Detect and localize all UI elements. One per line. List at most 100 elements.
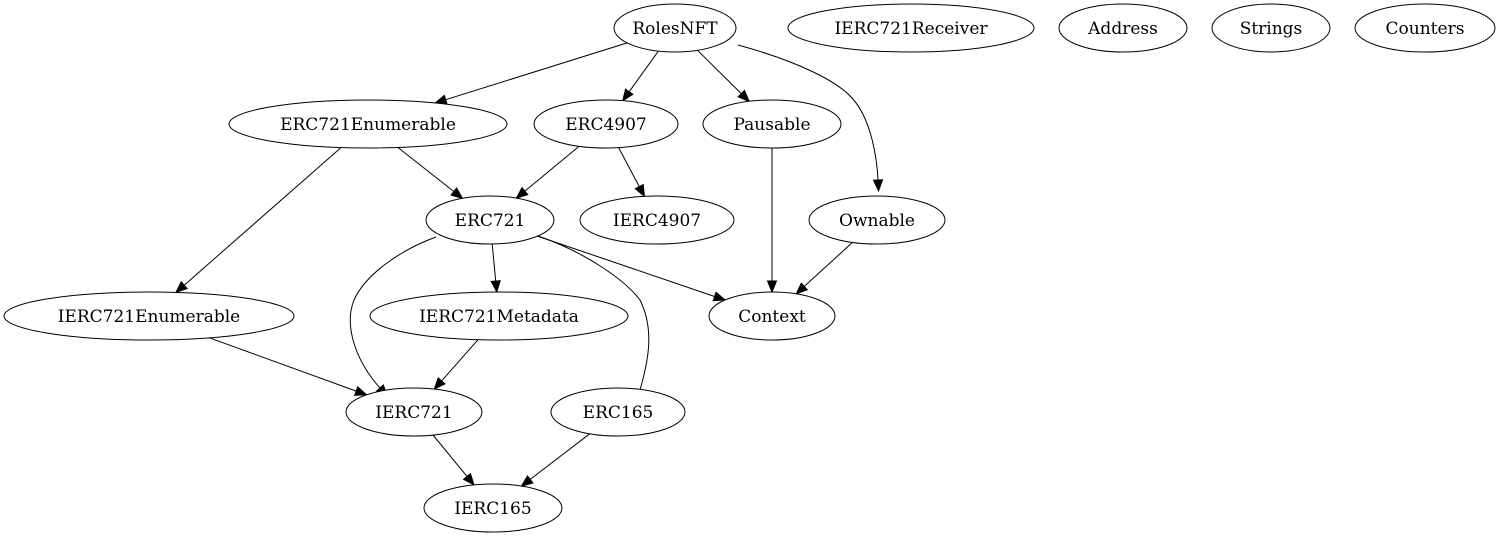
node-ellipse bbox=[808, 195, 946, 245]
edge-ERC4907-to-IERC4907 bbox=[618, 147, 646, 198]
edge-ERC721-to-IERC721Metadata bbox=[490, 243, 501, 294]
node-erc4907: ERC4907 bbox=[533, 99, 679, 149]
node-ellipse bbox=[369, 291, 629, 341]
node-label: Ownable bbox=[839, 211, 915, 231]
node-ellipse bbox=[1058, 3, 1188, 53]
node-label: Strings bbox=[1240, 19, 1303, 39]
nodes-layer: RolesNFT IERC721Receiver Address Strings Cou… bbox=[3, 3, 1496, 533]
edge-IERC721-to-IERC165 bbox=[432, 434, 475, 486]
edge-arrowhead bbox=[795, 282, 809, 295]
edge-arrowhead bbox=[433, 377, 446, 391]
edge-arrowhead bbox=[174, 280, 189, 294]
edge-line bbox=[803, 242, 853, 287]
node-ellipse bbox=[787, 3, 1035, 53]
node-label: IERC721Enumerable bbox=[58, 307, 241, 327]
node-ownable: Ownable bbox=[808, 195, 946, 245]
node-strings: Strings bbox=[1211, 3, 1331, 53]
node-counters: Counters bbox=[1354, 3, 1496, 53]
edges-layer bbox=[174, 42, 884, 487]
edge-RolesNFT-to-Ownable bbox=[737, 44, 884, 193]
edge-arrowhead bbox=[872, 179, 884, 193]
edge-line bbox=[397, 147, 455, 192]
node-ellipse bbox=[1211, 3, 1331, 53]
edge-arrowhead bbox=[490, 280, 501, 294]
edge-line bbox=[441, 339, 479, 382]
node-context: Context bbox=[708, 291, 836, 341]
edge-line bbox=[537, 235, 650, 391]
edge-RolesNFT-to-ERC721Enumerable bbox=[433, 42, 628, 105]
edge-line bbox=[445, 42, 628, 101]
edge-arrowhead bbox=[766, 280, 778, 294]
node-ellipse bbox=[550, 387, 686, 437]
node-ellipse bbox=[613, 3, 737, 53]
node-ellipse bbox=[708, 291, 836, 341]
node-label: ERC4907 bbox=[565, 115, 646, 135]
node-label: Context bbox=[738, 307, 806, 327]
node-ierc721metadata: IERC721Metadata bbox=[369, 291, 629, 341]
edge-RolesNFT-to-ERC4907 bbox=[622, 50, 659, 102]
node-label: ERC721Enumerable bbox=[280, 115, 456, 135]
edge-ERC721Enumerable-to-ERC721 bbox=[397, 147, 464, 200]
node-ellipse bbox=[425, 195, 555, 245]
node-ierc721enumerable: IERC721Enumerable bbox=[3, 291, 295, 341]
edge-line bbox=[697, 49, 742, 94]
node-ierc721receiver: IERC721Receiver bbox=[787, 3, 1035, 53]
edge-arrowhead bbox=[450, 187, 464, 200]
node-label: IERC165 bbox=[454, 499, 531, 519]
edge-ERC721Enumerable-to-IERC721Enumerable bbox=[174, 147, 342, 294]
edge-line bbox=[432, 434, 468, 477]
node-address: Address bbox=[1058, 3, 1188, 53]
node-label: IERC721Receiver bbox=[834, 19, 988, 39]
edge-IERC721Enumerable-to-IERC721 bbox=[209, 337, 368, 396]
edge-arrowhead bbox=[737, 89, 751, 103]
edge-ERC165-to-IERC165 bbox=[520, 433, 591, 487]
node-ierc4907: IERC4907 bbox=[579, 195, 735, 245]
edge-line bbox=[537, 235, 715, 297]
edge-IERC721Metadata-to-IERC721 bbox=[433, 339, 479, 391]
edge-Pausable-to-Context bbox=[766, 148, 778, 294]
node-label: IERC721 bbox=[375, 403, 452, 423]
edge-line bbox=[349, 236, 437, 389]
edge-RolesNFT-to-Pausable bbox=[697, 49, 751, 103]
edge-line bbox=[737, 44, 879, 181]
node-erc721enumerable: ERC721Enumerable bbox=[228, 99, 508, 149]
edge-line bbox=[209, 337, 357, 392]
node-rolesnft: RolesNFT bbox=[613, 3, 737, 53]
node-label: Address bbox=[1087, 19, 1158, 39]
node-label: Counters bbox=[1386, 19, 1465, 39]
edge-line bbox=[618, 147, 640, 187]
node-label: RolesNFT bbox=[632, 19, 718, 39]
node-ellipse bbox=[423, 483, 563, 533]
node-label: ERC165 bbox=[583, 403, 654, 423]
node-ellipse bbox=[345, 387, 483, 437]
node-erc721: ERC721 bbox=[425, 195, 555, 245]
edge-arrowhead bbox=[712, 291, 727, 302]
edge-arrowhead bbox=[520, 474, 534, 487]
node-label: IERC721Metadata bbox=[419, 307, 579, 327]
edge-ERC4907-to-ERC721 bbox=[515, 145, 580, 199]
edge-line bbox=[524, 145, 580, 192]
edge-line bbox=[183, 147, 342, 286]
node-ellipse bbox=[702, 99, 842, 149]
node-pausable: Pausable bbox=[702, 99, 842, 149]
edge-line bbox=[491, 243, 497, 282]
node-ellipse bbox=[579, 195, 735, 245]
edge-line bbox=[628, 50, 659, 92]
node-label: ERC721 bbox=[455, 211, 526, 231]
node-ellipse bbox=[1354, 3, 1496, 53]
node-ierc165: IERC165 bbox=[423, 483, 563, 533]
node-ierc721: IERC721 bbox=[345, 387, 483, 437]
edge-arrowhead bbox=[515, 186, 529, 199]
edge-ERC721-to-Context bbox=[537, 235, 727, 302]
node-label: Pausable bbox=[734, 115, 811, 135]
node-ellipse bbox=[533, 99, 679, 149]
edge-arrowhead bbox=[622, 88, 634, 102]
edge-arrowhead bbox=[353, 385, 368, 396]
node-ellipse bbox=[228, 99, 508, 149]
node-ellipse bbox=[3, 291, 295, 341]
edge-arrowhead bbox=[634, 183, 646, 198]
edge-arrowhead bbox=[462, 472, 475, 486]
edge-Ownable-to-Context bbox=[795, 242, 853, 295]
node-erc165: ERC165 bbox=[550, 387, 686, 437]
